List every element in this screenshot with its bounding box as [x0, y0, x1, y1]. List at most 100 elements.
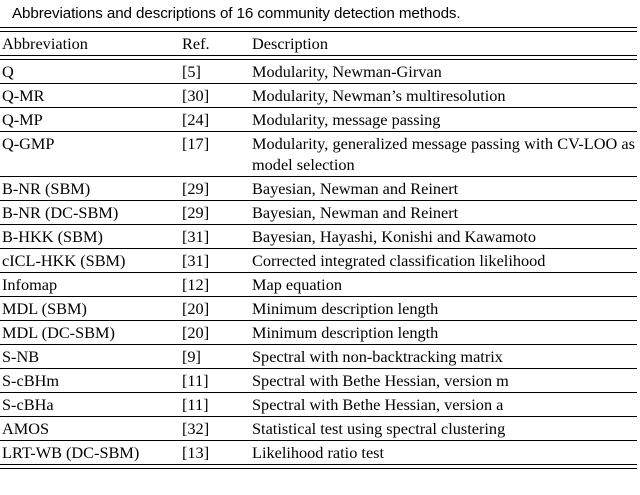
table-row: S-cBHm [11] Spectral with Bethe Hessian,…	[0, 369, 637, 393]
cell-description: Modularity, message passing	[250, 108, 637, 132]
cell-description: Corrected integrated classification like…	[250, 249, 637, 273]
table-row: Q-GMP [17] Modularity, generalized messa…	[0, 132, 637, 177]
cell-ref: [32]	[182, 419, 210, 438]
table-row: Q-MR [30] Modularity, Newman’s multireso…	[0, 84, 637, 108]
table-top-rule	[0, 27, 637, 32]
column-header-description: Description	[252, 34, 328, 53]
cell-abbreviation: B-NR (DC-SBM)	[2, 203, 119, 222]
cell-ref: [24]	[182, 110, 210, 129]
cell-description-text: Likelihood ratio test	[252, 443, 385, 462]
cell-description-text: Minimum description length	[252, 323, 439, 342]
cell-description-text: Bayesian, Newman and Reinert	[252, 203, 459, 222]
cell-ref: [11]	[182, 395, 209, 414]
cell-description-text: Corrected integrated classification like…	[252, 251, 546, 270]
cell-description: Likelihood ratio test	[250, 441, 637, 465]
cell-abbreviation: MDL (DC-SBM)	[2, 323, 115, 342]
cell-abbreviation: S-cBHa	[2, 395, 54, 414]
row-rule	[0, 440, 637, 441]
cell-abbreviation: Q-GMP	[2, 134, 55, 153]
cell-abbreviation: LRT-WB (DC-SBM)	[2, 443, 140, 462]
cell-ref: [13]	[182, 443, 210, 462]
cell-abbreviation: Q-MR	[2, 86, 45, 105]
cell-ref: [5]	[182, 62, 201, 81]
cell-description: Bayesian, Hayashi, Konishi and Kawamoto	[250, 225, 637, 249]
cell-ref: [29]	[182, 179, 210, 198]
cell-abbreviation: Q-MP	[2, 110, 43, 129]
cell-ref: [9]	[182, 347, 201, 366]
table-caption: Abbreviations and descriptions of 16 com…	[12, 5, 461, 22]
row-rule	[0, 200, 637, 201]
cell-description-text: Bayesian, Hayashi, Konishi and Kawamoto	[252, 227, 536, 246]
table-bottom-rule	[0, 464, 637, 469]
cell-description-text: Spectral with non-backtracking matrix	[252, 347, 503, 366]
cell-description: Modularity, generalized message passing …	[250, 132, 637, 177]
table-row: Q-MP [24] Modularity, message passing	[0, 108, 637, 132]
row-rule	[0, 368, 637, 369]
cell-abbreviation: B-HKK (SBM)	[2, 227, 103, 246]
table-row: B-NR (DC-SBM) [29] Bayesian, Newman and …	[0, 201, 637, 225]
cell-description: Minimum description length	[250, 321, 637, 345]
table-header-row: Abbreviation Ref. Description	[0, 32, 637, 56]
cell-ref: [30]	[182, 86, 210, 105]
table-row: S-cBHa [11] Spectral with Bethe Hessian,…	[0, 393, 637, 417]
table-row: MDL (DC-SBM) [20] Minimum description le…	[0, 321, 637, 345]
cell-description-text: Modularity, generalized message passing …	[252, 134, 635, 174]
table-row: B-HKK (SBM) [31] Bayesian, Hayashi, Koni…	[0, 225, 637, 249]
cell-description-text: Spectral with Bethe Hessian, version a	[252, 395, 504, 414]
cell-description: Map equation	[250, 273, 637, 297]
table-body: Abbreviation Ref. Description Q [5] Modu…	[0, 27, 637, 469]
cell-description-text: Minimum description length	[252, 299, 439, 318]
row-rule	[0, 272, 637, 273]
cell-abbreviation: S-NB	[2, 347, 40, 366]
cell-abbreviation: S-cBHm	[2, 371, 59, 390]
cell-description: Bayesian, Newman and Reinert	[250, 201, 637, 225]
cell-description-text: Modularity, Newman’s multiresolution	[252, 86, 506, 105]
cell-description-text: Spectral with Bethe Hessian, version m	[252, 371, 509, 390]
cell-description-text: Map equation	[252, 275, 342, 294]
cell-description: Bayesian, Newman and Reinert	[250, 177, 637, 201]
row-rule	[0, 296, 637, 297]
column-header-ref: Ref.	[182, 34, 210, 53]
table-row: Q [5] Modularity, Newman-Girvan	[0, 60, 637, 84]
table-row: AMOS [32] Statistical test using spectra…	[0, 417, 637, 441]
methods-table: Abbreviation Ref. Description Q [5] Modu…	[0, 27, 637, 469]
cell-description: Modularity, Newman’s multiresolution	[250, 84, 637, 108]
row-rule	[0, 344, 637, 345]
cell-description-text: Statistical test using spectral clusteri…	[252, 419, 506, 438]
table-row: LRT-WB (DC-SBM) [13] Likelihood ratio te…	[0, 441, 637, 465]
cell-abbreviation: MDL (SBM)	[2, 299, 87, 318]
cell-ref: [31]	[182, 227, 210, 246]
row-rule	[0, 320, 637, 321]
cell-abbreviation: cICL-HKK (SBM)	[2, 251, 126, 270]
row-rule	[0, 176, 637, 177]
cell-ref: [31]	[182, 251, 210, 270]
cell-description: Spectral with Bethe Hessian, version a	[250, 393, 637, 417]
table-row: Infomap [12] Map equation	[0, 273, 637, 297]
cell-description: Spectral with non-backtracking matrix	[250, 345, 637, 369]
row-rule	[0, 107, 637, 108]
cell-ref: [20]	[182, 323, 210, 342]
cell-description-text: Modularity, message passing	[252, 110, 441, 129]
row-rule	[0, 248, 637, 249]
cell-abbreviation: B-NR (SBM)	[2, 179, 91, 198]
cell-description: Spectral with Bethe Hessian, version m	[250, 369, 637, 393]
cell-description: Minimum description length	[250, 297, 637, 321]
table-row: cICL-HKK (SBM) [31] Corrected integrated…	[0, 249, 637, 273]
cell-ref: [17]	[182, 134, 210, 153]
cell-ref: [12]	[182, 275, 210, 294]
cell-description-text: Bayesian, Newman and Reinert	[252, 179, 459, 198]
row-rule	[0, 224, 637, 225]
row-rule	[0, 392, 637, 393]
cell-abbreviation: Q	[2, 62, 14, 81]
cell-description-text: Modularity, Newman-Girvan	[252, 62, 442, 81]
row-rule	[0, 83, 637, 84]
cell-ref: [20]	[182, 299, 210, 318]
column-header-abbreviation: Abbreviation	[2, 34, 88, 53]
cell-abbreviation: Infomap	[2, 275, 58, 294]
table-row: B-NR (SBM) [29] Bayesian, Newman and Rei…	[0, 177, 637, 201]
table-header-rule	[0, 55, 637, 60]
cell-abbreviation: AMOS	[2, 419, 50, 438]
row-rule	[0, 416, 637, 417]
table-row: S-NB [9] Spectral with non-backtracking …	[0, 345, 637, 369]
